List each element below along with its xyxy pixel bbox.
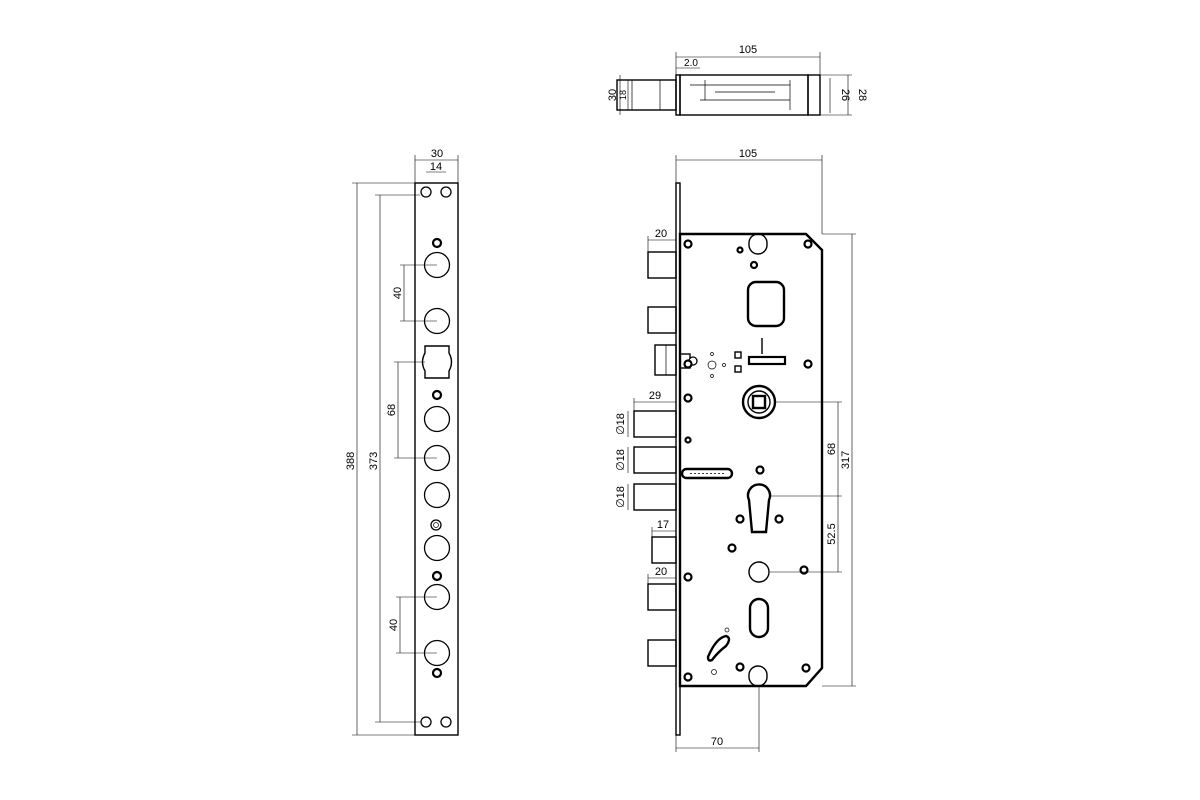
screw-hole	[420, 186, 432, 198]
lower-bolt-label: 17	[657, 519, 669, 531]
plate-inner-height-label: 373	[368, 452, 380, 470]
plate-upper-spacing-label: 40	[392, 287, 404, 299]
top-height-inner-label: 18	[618, 90, 628, 100]
bolt-diameter-label-3: ∅18	[615, 486, 627, 508]
main-bolt	[633, 446, 677, 474]
top-view-end-cap	[807, 74, 821, 116]
bottom-bolt-label: 20	[655, 566, 667, 578]
bottom-bolt	[647, 639, 677, 667]
top-view-body	[679, 74, 809, 116]
bolt-hole	[423, 534, 451, 562]
vertical-slot	[748, 597, 770, 639]
top-right-inner-label: 26	[839, 89, 851, 101]
main-bolt-label: 29	[649, 390, 661, 402]
plate-mid-spacing-label: 68	[386, 404, 398, 416]
latch-bolt	[654, 344, 677, 376]
bolt-diameter-label-2: ∅18	[615, 449, 627, 471]
body-height-label: 317	[840, 451, 852, 469]
top-height-outer-label: 30	[607, 89, 619, 101]
bolt-diameter-label-1: ∅18	[615, 413, 627, 435]
cylinder-cutout	[746, 483, 772, 534]
horizontal-slot	[680, 467, 734, 480]
bolt-hole	[423, 481, 451, 509]
lower-bolt	[651, 536, 677, 564]
inspection-window	[746, 280, 786, 328]
top-view-bolt	[616, 79, 677, 111]
cylinder-to-lower-label: 52.5	[826, 523, 838, 544]
top-view: 105 2.0 30 18 26 28	[607, 44, 868, 116]
kidney-slot	[706, 634, 731, 662]
lock-body: 105 20 29 ∅18 ∅18 ∅18 17 20 70 68 52.5 3…	[615, 148, 856, 752]
bolt-hole	[423, 405, 451, 433]
strike-plate-body	[414, 182, 459, 736]
top-width-label: 105	[739, 44, 757, 56]
top-right-outer-label: 28	[856, 89, 868, 101]
body-width-label: 105	[739, 148, 757, 160]
lower-spindle	[748, 561, 770, 583]
main-bolt	[633, 483, 677, 511]
plate-width-label: 30	[431, 148, 443, 160]
backset-label: 70	[711, 736, 723, 748]
handle-to-cylinder-label: 68	[826, 443, 838, 455]
plate-total-height-label: 388	[345, 452, 357, 470]
top-bolt	[647, 251, 677, 279]
top-bolt	[647, 306, 677, 334]
bottom-bolt	[647, 583, 677, 611]
screw-hole	[440, 716, 452, 728]
top-bolt-label: 20	[655, 228, 667, 240]
plate-lower-spacing-label: 40	[388, 619, 400, 631]
screw-hole	[440, 186, 452, 198]
latch-cutout	[421, 345, 453, 379]
lock-case	[678, 232, 824, 688]
plate-hole-spacing-label: 14	[430, 161, 442, 173]
main-bolt	[633, 410, 677, 438]
spindle-square	[751, 394, 767, 410]
top-offset-label: 2.0	[684, 58, 698, 69]
strike-plate: 30 14 388 373 40 68 40	[345, 148, 459, 736]
screw-hole	[420, 716, 432, 728]
